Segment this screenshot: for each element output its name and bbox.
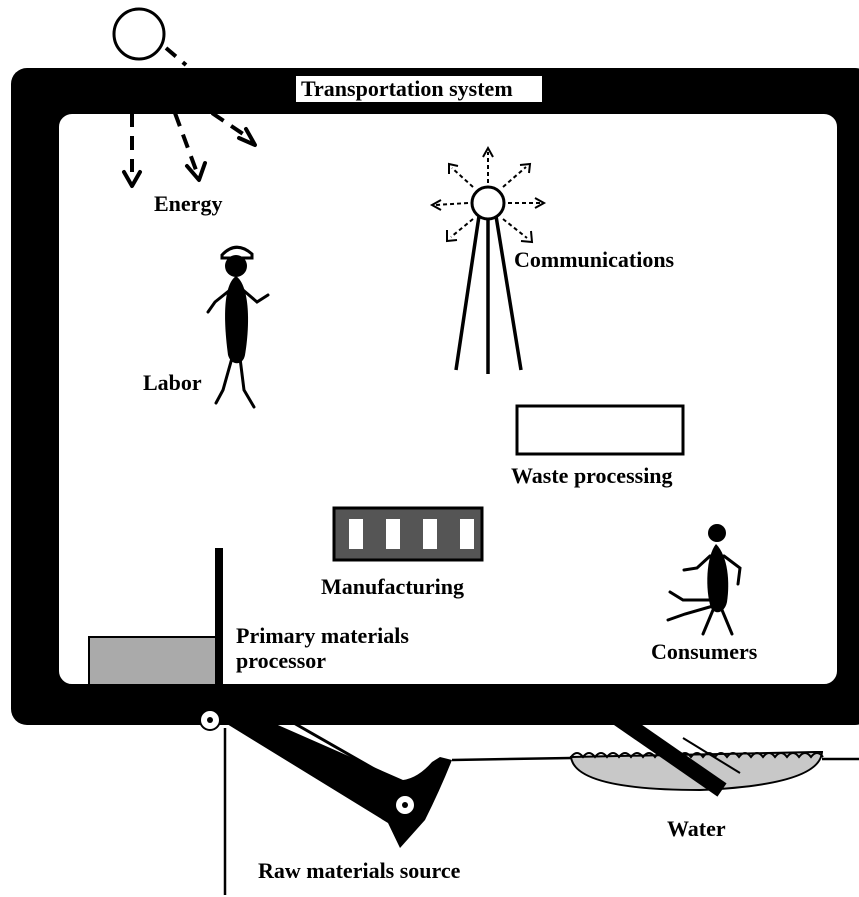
energy-label: Energy	[154, 191, 222, 216]
manufacturing-label: Manufacturing	[321, 574, 464, 599]
primary-processor-box	[89, 637, 217, 685]
raw-materials-label: Raw materials source	[258, 858, 461, 883]
primary-processor-label-2: processor	[236, 648, 326, 673]
consumers-label: Consumers	[651, 639, 758, 664]
waste-processing-box	[517, 406, 683, 454]
communications-label: Communications	[514, 247, 675, 272]
water-label: Water	[667, 816, 726, 841]
primary-processor-label-1: Primary materials	[236, 623, 409, 648]
transportation-frame	[11, 68, 859, 725]
manufacturing-factory-icon	[334, 508, 482, 560]
sun-icon	[114, 9, 186, 65]
water-pool-icon	[571, 718, 823, 790]
labor-label: Labor	[143, 370, 202, 395]
waste-processing-label: Waste processing	[511, 463, 673, 488]
transportation-label: Transportation system	[301, 76, 513, 101]
